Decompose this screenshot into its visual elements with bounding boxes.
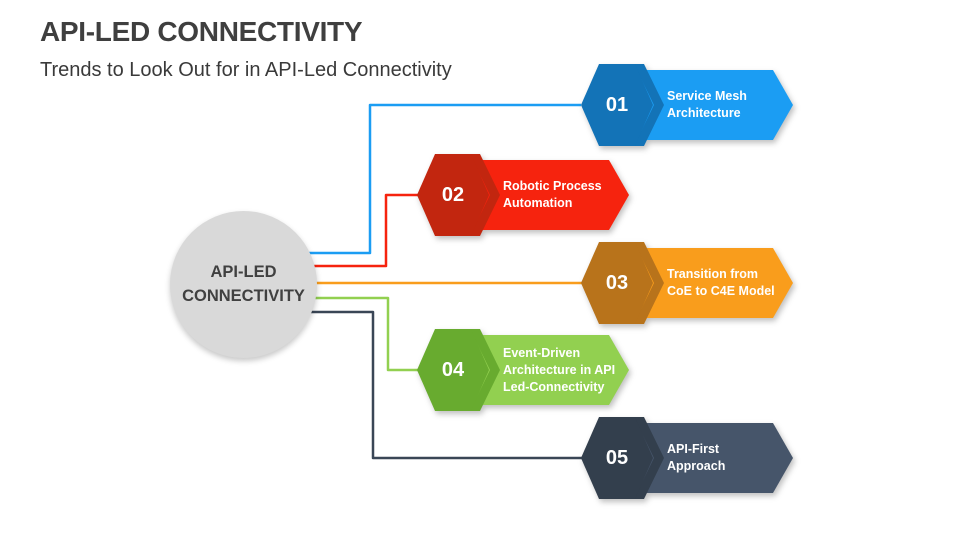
item-5-number: 05	[605, 446, 629, 469]
item-4-label: Event-Driven Architecture in API Led-Con…	[503, 345, 616, 394]
item-2-number: 02	[441, 183, 465, 206]
page-subtitle: Trends to Look Out for in API-Led Connec…	[40, 59, 452, 81]
trend-item-3: 03 Transition from CoE to C4E Model	[581, 242, 793, 324]
item-2-label: Robotic Process Automation	[503, 179, 602, 210]
item-1-number: 01	[605, 93, 629, 116]
hub-label: API-LED CONNECTIVITY	[182, 262, 305, 305]
hub-circle: API-LED CONNECTIVITY	[170, 211, 317, 358]
trend-item-5: 05 API-First Approach	[581, 417, 793, 499]
item-5-label: API-First Approach	[667, 442, 726, 473]
trend-item-1: 01 Service Mesh Architecture	[581, 64, 793, 146]
trend-item-2: 02 Robotic Process Automation	[417, 154, 629, 236]
item-2-number-badge: 02	[417, 154, 489, 236]
trend-item-4: 04 Event-Driven Architecture in API Led-…	[417, 329, 629, 411]
connector-line-2	[300, 193, 418, 268]
page-title: API-LED CONNECTIVITY	[40, 16, 363, 47]
item-4-number: 04	[441, 358, 465, 381]
item-3-label: Transition from CoE to C4E Model	[667, 267, 775, 298]
connector-line-5	[300, 310, 582, 460]
connector-line-1	[300, 103, 581, 255]
item-1-label: Service Mesh Architecture	[667, 89, 747, 120]
connector-line-4	[300, 296, 418, 372]
item-3-number: 03	[605, 271, 629, 294]
